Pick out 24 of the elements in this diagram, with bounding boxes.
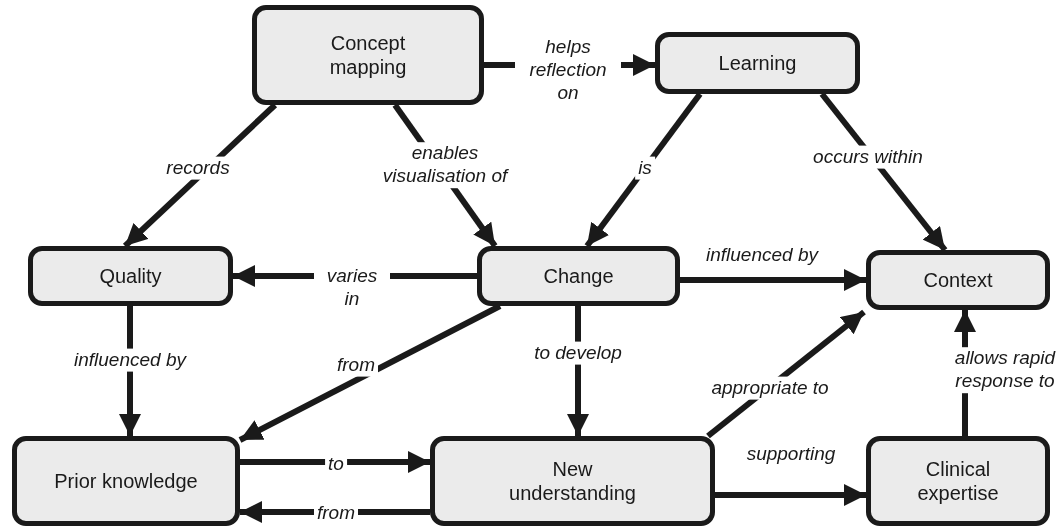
arrow <box>680 269 866 291</box>
concept-box <box>28 246 233 306</box>
concept-label: Concept mapping <box>328 31 408 79</box>
edge-label: records <box>163 156 233 180</box>
concept-box <box>252 5 484 105</box>
edge-label: is <box>635 156 655 180</box>
concept-label: Clinical expertise <box>916 457 1000 505</box>
concept-label: Prior knowledge <box>53 469 199 493</box>
concept-label: Quality <box>98 264 163 288</box>
arrow <box>240 451 430 473</box>
concept-label: Change <box>542 264 615 288</box>
concept-box <box>866 436 1050 526</box>
arrow <box>706 309 866 439</box>
concept-box <box>12 436 240 526</box>
concept-box <box>477 246 680 306</box>
concept-label: Learning <box>717 51 798 75</box>
arrow <box>819 92 948 252</box>
concept-box <box>655 32 860 94</box>
arrow <box>715 484 866 506</box>
concept-box <box>430 436 715 526</box>
concept-box <box>866 250 1050 310</box>
concept-label: New understanding <box>508 457 637 505</box>
arrow <box>584 92 703 248</box>
concept-label: Context <box>922 268 994 292</box>
